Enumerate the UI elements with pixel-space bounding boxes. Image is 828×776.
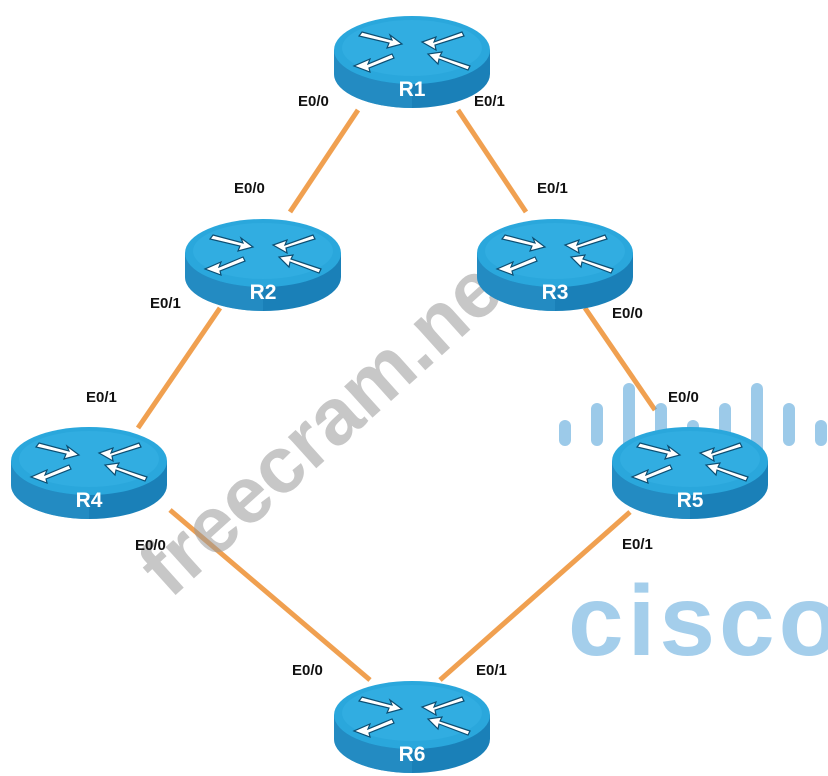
router-r5[interactable]: R5 [611,426,769,520]
link-r4-r6 [168,508,372,682]
router-label: R2 [250,281,277,304]
interface-label-r2-e0-1: E0/1 [150,295,181,312]
cisco-bar [591,403,603,446]
router-r3[interactable]: R3 [476,218,634,312]
router-label: R3 [542,281,569,304]
interface-label-r3-e0-0: E0/0 [612,305,643,322]
interface-label-r6-e0-1: E0/1 [476,662,507,679]
interface-label-r4-e0-0: E0/0 [135,537,166,554]
link-r3-r5 [582,306,658,412]
router-r6[interactable]: R6 [333,680,491,774]
interface-label-r2-e0-0: E0/0 [234,180,265,197]
interface-label-r4-e0-1: E0/1 [86,389,117,406]
interface-label-r1-e0-0: E0/0 [298,93,329,110]
router-label: R4 [76,489,103,512]
router-label: R1 [399,78,426,101]
interface-label-r5-e0-1: E0/1 [622,536,653,553]
cisco-bar [783,403,795,446]
interface-label-r1-e0-1: E0/1 [474,93,505,110]
interface-label-r3-e0-1: E0/1 [537,180,568,197]
cisco-watermark-text: cisco [568,565,828,677]
interface-label-r6-e0-0: E0/0 [292,662,323,679]
link-r1-r3 [455,108,529,214]
interface-labels-layer: E0/0E0/0E0/1E0/1E0/1E0/1E0/0E0/0E0/0E0/0… [86,93,699,679]
router-label: R5 [677,489,704,512]
link-r1-r2 [287,108,361,214]
link-r5-r6 [438,510,632,682]
link-r2-r4 [135,306,223,430]
router-label: R6 [399,743,426,766]
router-r4[interactable]: R4 [10,426,168,520]
router-r2[interactable]: R2 [184,218,342,312]
links-layer [135,108,658,682]
cisco-bar [815,420,827,446]
interface-label-r5-e0-0: E0/0 [668,389,699,406]
cisco-bar [559,420,571,446]
router-r1[interactable]: R1 [333,15,491,109]
